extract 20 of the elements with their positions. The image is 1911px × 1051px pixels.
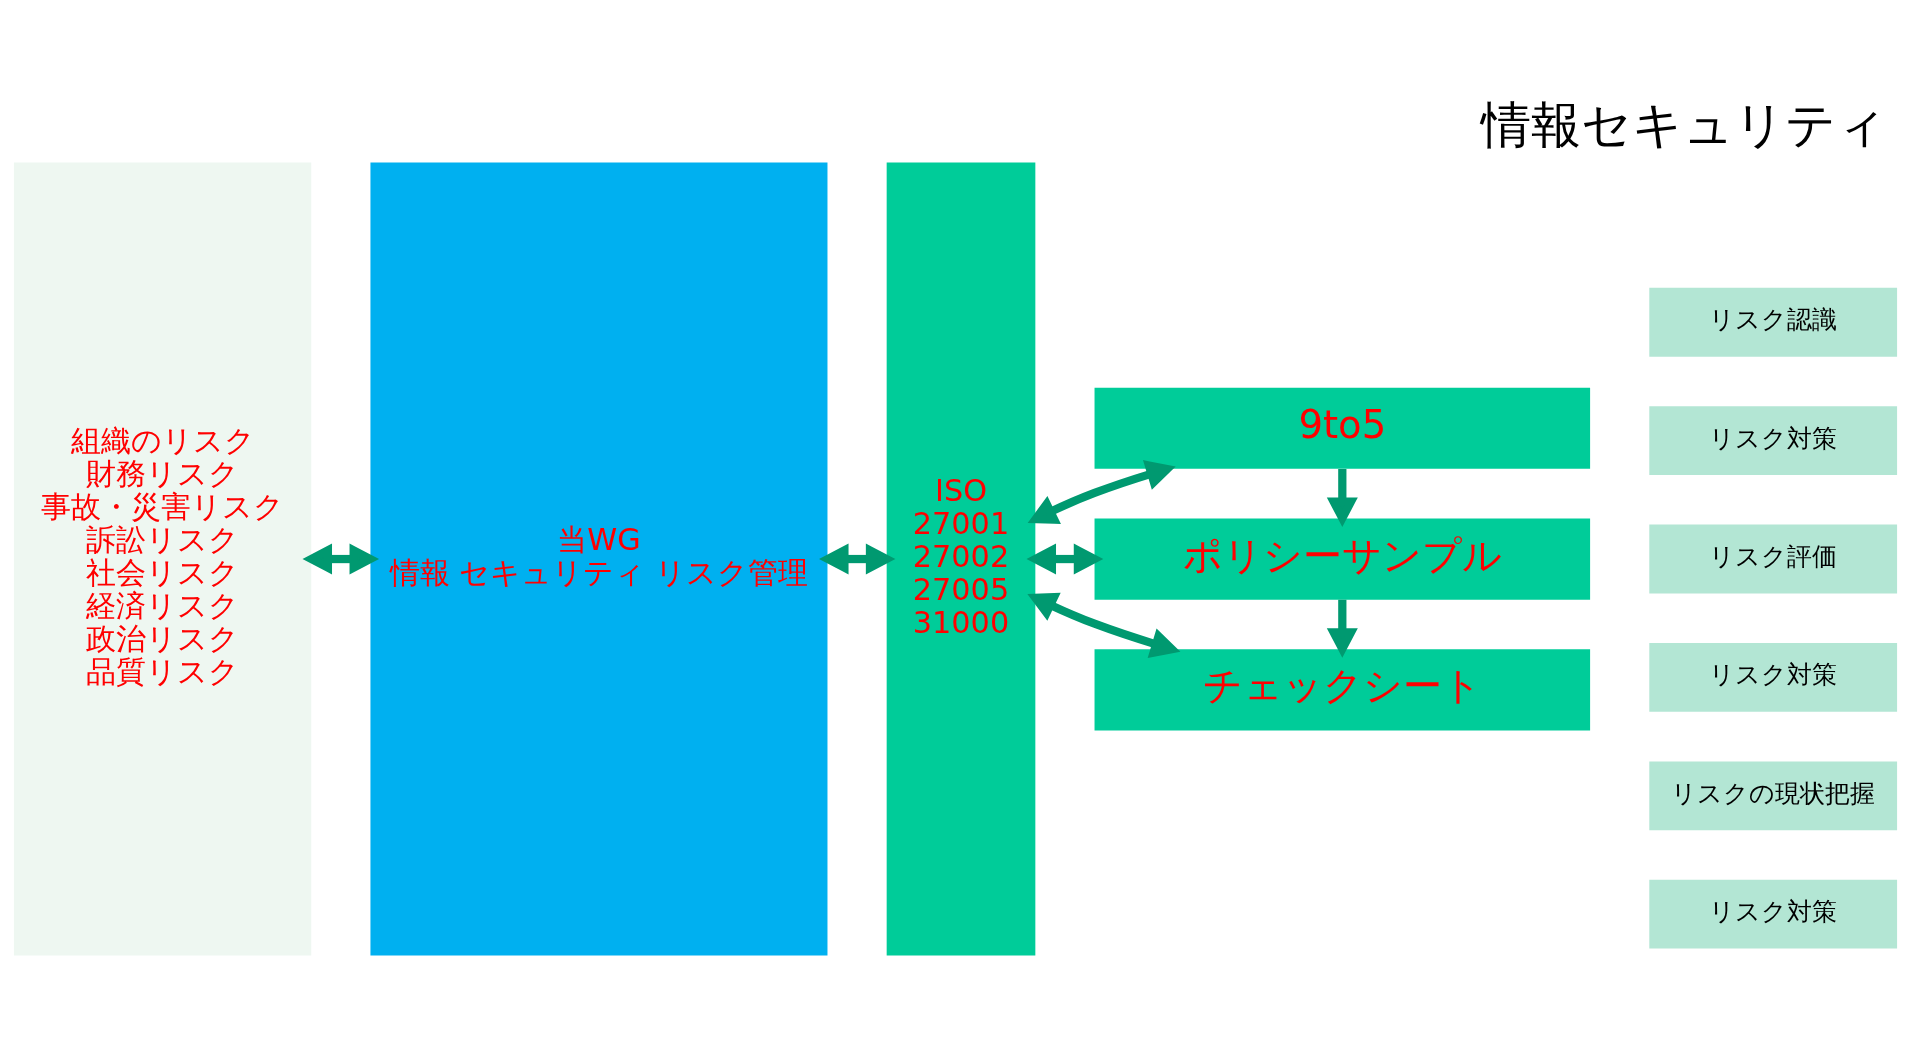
node-box: チェックシート (1094, 648, 1591, 730)
arrow (302, 543, 380, 575)
arrow (1326, 468, 1358, 527)
arrow (1027, 592, 1181, 658)
node-box: ポリシーサンプル (1094, 517, 1591, 600)
node-box: ISO 27001 27002 27005 31000 (886, 162, 1036, 955)
node-box: リスク対策 (1649, 642, 1898, 712)
arrow (819, 543, 896, 575)
node-box: 組織のリスク 財務リスク 事故・災害リスク 訴訟リスク 社会リスク 経済リスク 政治リスク 品質リスク (13, 162, 312, 955)
arrow (1326, 599, 1358, 658)
node-box: リスク評価 (1649, 524, 1898, 593)
node-box: リスクの現状把握 (1649, 760, 1898, 830)
node-box: リスク対策 (1649, 879, 1898, 949)
arrow (1026, 543, 1104, 575)
node-box: リスク認識 (1649, 287, 1898, 357)
diagram-title: 情報セキュリティ (1481, 95, 1888, 154)
arrow (1027, 459, 1176, 524)
node-box: リスク対策 (1649, 405, 1898, 475)
node-box: 9to5 (1094, 387, 1591, 469)
node-box: 当WG 情報 セキュリティ リスク管理 (370, 162, 828, 955)
